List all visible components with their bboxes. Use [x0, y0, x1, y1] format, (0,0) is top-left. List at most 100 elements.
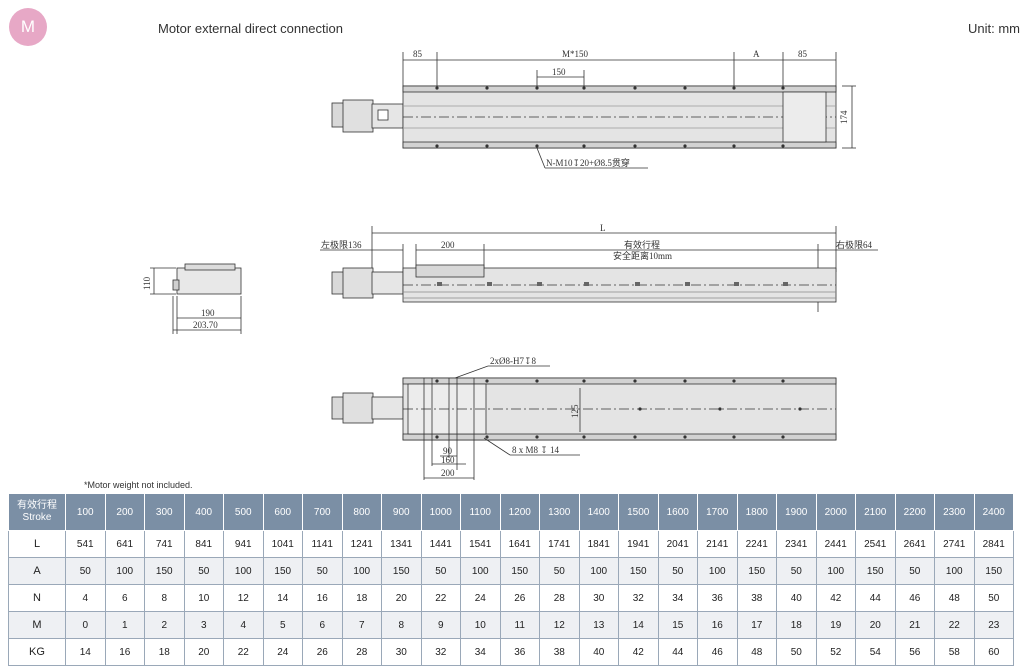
table-cell: 22: [223, 638, 264, 666]
table-cell: 13: [578, 611, 619, 639]
motor-weight-note: *Motor weight not included.: [84, 480, 193, 490]
table-cell: 100: [341, 557, 382, 585]
table-cell: 26: [302, 638, 343, 666]
table-cell: 3: [183, 611, 224, 639]
table-cell: 11: [499, 611, 540, 639]
stroke-column-header: 1700: [697, 493, 738, 531]
table-cell: 1041: [262, 530, 303, 558]
table-cell: 46: [894, 584, 935, 612]
table-cell: 100: [223, 557, 264, 585]
table-cell: 21: [894, 611, 935, 639]
stroke-column-header: 200: [104, 493, 145, 531]
table-cell: 100: [460, 557, 501, 585]
row-label: KG: [8, 638, 66, 666]
dim-160: 160: [441, 455, 455, 465]
table-cell: 1: [104, 611, 145, 639]
table-cell: 1941: [618, 530, 659, 558]
table-cell: 4: [65, 584, 106, 612]
table-cell: 2141: [697, 530, 738, 558]
stroke-header-cn: 有效行程: [17, 500, 57, 511]
table-cell: 8: [381, 611, 422, 639]
table-cell: 58: [934, 638, 975, 666]
table-cell: 38: [736, 584, 777, 612]
table-cell: 2041: [657, 530, 698, 558]
table-cell: 42: [618, 638, 659, 666]
table-cell: 1641: [499, 530, 540, 558]
table-cell: 60: [973, 638, 1014, 666]
stroke-label: 有效行程: [624, 239, 660, 250]
table-cell: 4: [223, 611, 264, 639]
table-cell: 100: [578, 557, 619, 585]
hole-note: N-M10↧20+Ø8.5贯穿: [546, 157, 630, 168]
stroke-column-header: 1600: [657, 493, 698, 531]
table-cell: 30: [578, 584, 619, 612]
table-cell: 150: [144, 557, 185, 585]
stroke-column-header: 2300: [934, 493, 975, 531]
table-cell: 48: [736, 638, 777, 666]
stroke-column-header: 2100: [855, 493, 896, 531]
table-cell: 10: [183, 584, 224, 612]
table-cell: 100: [934, 557, 975, 585]
table-cell: 18: [144, 638, 185, 666]
table-cell: 150: [618, 557, 659, 585]
table-cell: 1141: [302, 530, 343, 558]
table-cell: 22: [420, 584, 461, 612]
table-cell: 100: [697, 557, 738, 585]
dim-200-slider: 200: [441, 240, 455, 250]
table-cell: 50: [973, 584, 1014, 612]
table-cell: 28: [539, 584, 580, 612]
stroke-column-header: 300: [144, 493, 185, 531]
dim-l: L: [600, 223, 606, 233]
stroke-column-header: 1900: [776, 493, 817, 531]
table-cell: 2: [144, 611, 185, 639]
table-cell: 2741: [934, 530, 975, 558]
stroke-column-header: 700: [302, 493, 343, 531]
table-cell: 150: [736, 557, 777, 585]
table-cell: 1741: [539, 530, 580, 558]
table-cell: 32: [420, 638, 461, 666]
dim-85-left: 85: [413, 49, 423, 59]
logo-badge: M: [9, 8, 47, 46]
table-cell: 1841: [578, 530, 619, 558]
table-cell: 10: [460, 611, 501, 639]
table-cell: 36: [499, 638, 540, 666]
technical-drawing: 85 M*150 A 85 150 174 N-M10↧20+Ø8.5贯穿 11…: [142, 49, 878, 480]
table-cell: 9: [420, 611, 461, 639]
table-cell: 150: [262, 557, 303, 585]
side-view: [320, 226, 878, 312]
dim-110: 110: [142, 276, 152, 290]
left-limit: 左极限136: [321, 239, 362, 250]
table-cell: 18: [341, 584, 382, 612]
table-cell: 2341: [776, 530, 817, 558]
table-cell: 2641: [894, 530, 935, 558]
unit-label: Unit: mm: [968, 21, 1020, 36]
table-cell: 28: [341, 638, 382, 666]
table-cell: 1441: [420, 530, 461, 558]
table-cell: 941: [223, 530, 264, 558]
table-cell: 34: [657, 584, 698, 612]
end-view: [150, 263, 242, 334]
dim-85-right: 85: [798, 49, 808, 59]
table-cell: 150: [855, 557, 896, 585]
table-cell: 8: [144, 584, 185, 612]
stroke-column-header: 2400: [973, 493, 1014, 531]
table-cell: 32: [618, 584, 659, 612]
table-cell: 48: [934, 584, 975, 612]
table-cell: 100: [104, 557, 145, 585]
dim-190: 190: [201, 308, 215, 318]
table-cell: 6: [302, 611, 343, 639]
stroke-header-en: Stroke: [22, 512, 52, 523]
table-cell: 52: [815, 638, 856, 666]
table-cell: 1341: [381, 530, 422, 558]
table-cell: 12: [539, 611, 580, 639]
table-cell: 100: [815, 557, 856, 585]
dim-m150: M*150: [562, 49, 589, 59]
dim-150: 150: [552, 67, 566, 77]
